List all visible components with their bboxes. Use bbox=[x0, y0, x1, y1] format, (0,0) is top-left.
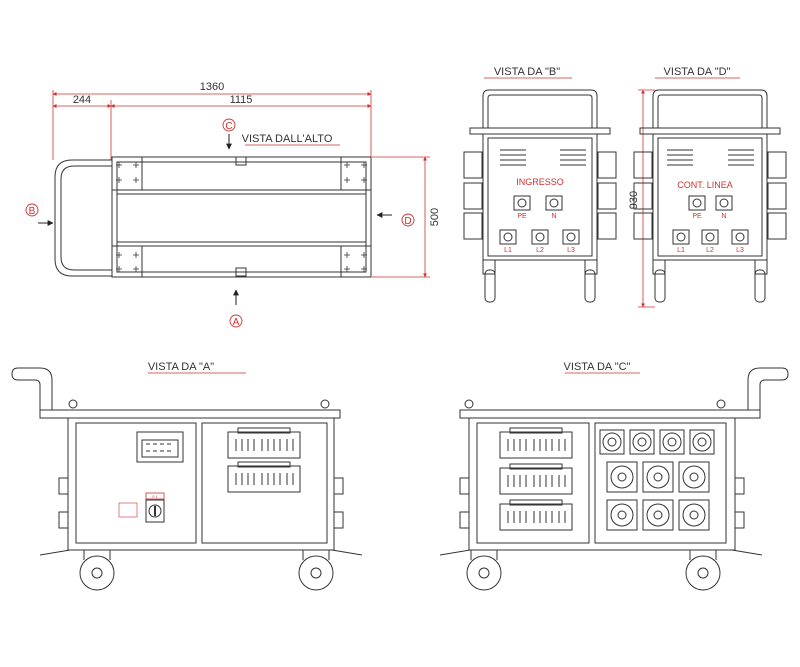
dim-1360-label: 1360 bbox=[200, 81, 224, 93]
marker-c: C bbox=[222, 118, 236, 150]
view-b-panel-label: INGRESSO bbox=[516, 177, 564, 187]
svg-text:A: A bbox=[233, 317, 240, 328]
view-a-switch-tag: 0 1 bbox=[152, 494, 158, 499]
view-a: VISTA DA "A" bbox=[11, 361, 363, 591]
dimension-1360 bbox=[52, 90, 372, 160]
dim-500-label: 500 bbox=[429, 208, 441, 226]
view-b-socket-l2: L2 bbox=[536, 247, 544, 254]
top-view: 1360 244 1115 500 VISTA DALL'ALTO bbox=[25, 81, 441, 328]
svg-text:B: B bbox=[29, 206, 36, 217]
top-body bbox=[111, 156, 372, 278]
view-b-socket-pe: PE bbox=[517, 213, 527, 220]
view-d-panel-label: CONT. LINEA bbox=[677, 180, 733, 190]
view-d-socket-l3: L3 bbox=[736, 247, 744, 254]
view-a-breaker-row-1 bbox=[227, 427, 301, 459]
view-b-socket-l3: L3 bbox=[567, 247, 575, 254]
svg-text:D: D bbox=[404, 216, 411, 227]
view-c-sockets-middle bbox=[606, 461, 710, 493]
view-b-socket-n: N bbox=[551, 213, 556, 220]
marker-b: B bbox=[25, 203, 54, 226]
view-d-socket-l2: L2 bbox=[706, 247, 714, 254]
view-d: VISTA DA "D" 930 CONT. LI bbox=[628, 66, 787, 308]
view-c: VISTA DA "C" bbox=[439, 361, 789, 591]
dimension-500 bbox=[372, 156, 430, 278]
view-d-title: VISTA DA "D" bbox=[664, 66, 731, 78]
view-c-title: VISTA DA "C" bbox=[564, 361, 631, 373]
top-handle bbox=[54, 159, 112, 277]
top-view-title: VISTA DALL'ALTO bbox=[242, 133, 333, 145]
view-a-title: VISTA DA "A" bbox=[148, 361, 214, 373]
view-b-sockets bbox=[499, 195, 580, 245]
marker-d: D bbox=[376, 212, 415, 227]
view-c-sockets-bottom bbox=[606, 499, 710, 531]
dim-1115-label: 1115 bbox=[230, 94, 253, 106]
marker-a: A bbox=[229, 289, 243, 328]
view-a-breaker-row-2 bbox=[227, 461, 301, 493]
view-b-title: VISTA DA "B" bbox=[494, 66, 560, 78]
view-a-meter bbox=[136, 431, 184, 463]
view-b: VISTA DA "B" INGRESSO bbox=[463, 66, 617, 303]
view-b-socket-l1: L1 bbox=[504, 247, 512, 254]
top-bolts bbox=[116, 162, 367, 272]
view-d-socket-pe: PE bbox=[692, 213, 702, 220]
view-d-sockets bbox=[672, 195, 749, 245]
dimension-244-1115 bbox=[52, 100, 372, 160]
view-a-switch: 0 1 bbox=[118, 492, 165, 523]
view-d-socket-n: N bbox=[721, 213, 726, 220]
svg-text:C: C bbox=[225, 121, 232, 132]
dim-244-label: 244 bbox=[73, 94, 91, 106]
view-c-breakers bbox=[499, 427, 573, 531]
dimension-930 bbox=[638, 89, 655, 308]
view-c-sockets-top bbox=[599, 429, 715, 455]
view-d-socket-l1: L1 bbox=[677, 247, 685, 254]
